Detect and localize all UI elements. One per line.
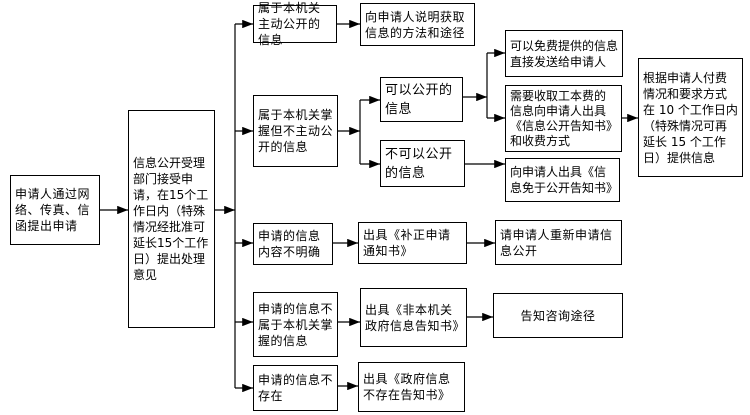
node-reapply: 请申请人重新申请信息公开 xyxy=(495,220,622,265)
node-can-disclose: 可以公开的信息 xyxy=(380,77,463,122)
node-fee-notice: 需要收取工本费的信息向申请人出具《信息公开告知书》和收费方式 xyxy=(505,85,622,152)
node-can-disclose-label: 可以公开的信息 xyxy=(385,82,453,117)
node-issue-not-exist-notice-label: 出具《政府信息不存在告知书》 xyxy=(363,372,451,402)
node-provide-info-label: 根据申请人付费情况和要求方式在 10 个工作日内（特殊情况可再延长 15 个工作… xyxy=(643,70,738,165)
node-proactive-info: 属于本机关主动公开的信息 xyxy=(253,1,337,47)
node-explain-method: 向申请人说明获取信息的方法和途径 xyxy=(360,3,475,46)
node-explain-method-label: 向申请人说明获取信息的方法和途径 xyxy=(365,9,466,40)
node-free-delivery: 可以免费提供的信息直接发送给申请人 xyxy=(505,30,623,77)
node-issue-correction-notice: 出具《补正申请通知书》 xyxy=(358,222,467,264)
node-held-not-proactive: 属于本机关掌握但不主动公开的信息 xyxy=(253,95,338,167)
node-unclear-content-label: 申请的信息内容不明确 xyxy=(258,229,321,259)
node-applicant-label: 申请人通过网络、传真、信函提出申请 xyxy=(15,187,91,233)
node-not-held: 申请的信息不属于本机关掌握的信息 xyxy=(253,292,338,357)
node-consult-channel: 告知咨询途径 xyxy=(493,293,623,338)
node-held-not-proactive-label: 属于本机关掌握但不主动公开的信息 xyxy=(258,108,334,154)
node-provide-info: 根据申请人付费情况和要求方式在 10 个工作日内（特殊情况可再延长 15 个工作… xyxy=(638,58,743,177)
node-acceptance-label: 信息公开受理部门接受申请，在15个工作日内（特殊情况经批准可延长15个工作日）提… xyxy=(133,156,209,282)
node-fee-notice-label: 需要收取工本费的信息向申请人出具《信息公开告知书》和收费方式 xyxy=(510,88,613,148)
node-reapply-label: 请申请人重新申请信息公开 xyxy=(500,227,613,258)
node-free-delivery-label: 可以免费提供的信息直接发送给申请人 xyxy=(510,38,619,69)
node-applicant: 申请人通过网络、传真、信函提出申请 xyxy=(10,175,100,245)
node-cannot-disclose: 不可以公开的信息 xyxy=(380,140,465,187)
node-exempt-notice: 向申请人出具《信息免于公开告知书》 xyxy=(505,158,620,202)
node-not-exist: 申请的信息不存在 xyxy=(253,365,338,411)
node-acceptance: 信息公开受理部门接受申请，在15个工作日内（特殊情况经批准可延长15个工作日）提… xyxy=(128,110,215,328)
node-consult-channel-label: 告知咨询途径 xyxy=(520,308,596,323)
node-issue-not-exist-notice: 出具《政府信息不存在告知书》 xyxy=(358,362,465,412)
node-proactive-info-label: 属于本机关主动公开的信息 xyxy=(258,1,321,47)
node-unclear-content: 申请的信息内容不明确 xyxy=(253,223,333,265)
node-issue-not-agency-notice-label: 出具《非本机关政府信息告知书》 xyxy=(365,302,466,333)
node-cannot-disclose-label: 不可以公开的信息 xyxy=(385,146,453,181)
node-not-exist-label: 申请的信息不存在 xyxy=(258,373,334,403)
node-issue-not-agency-notice: 出具《非本机关政府信息告知书》 xyxy=(360,288,467,347)
node-issue-correction-notice-label: 出具《补正申请通知书》 xyxy=(363,228,451,258)
node-not-held-label: 申请的信息不属于本机关掌握的信息 xyxy=(258,301,334,348)
node-exempt-notice-label: 向申请人出具《信息免于公开告知书》 xyxy=(510,165,619,195)
